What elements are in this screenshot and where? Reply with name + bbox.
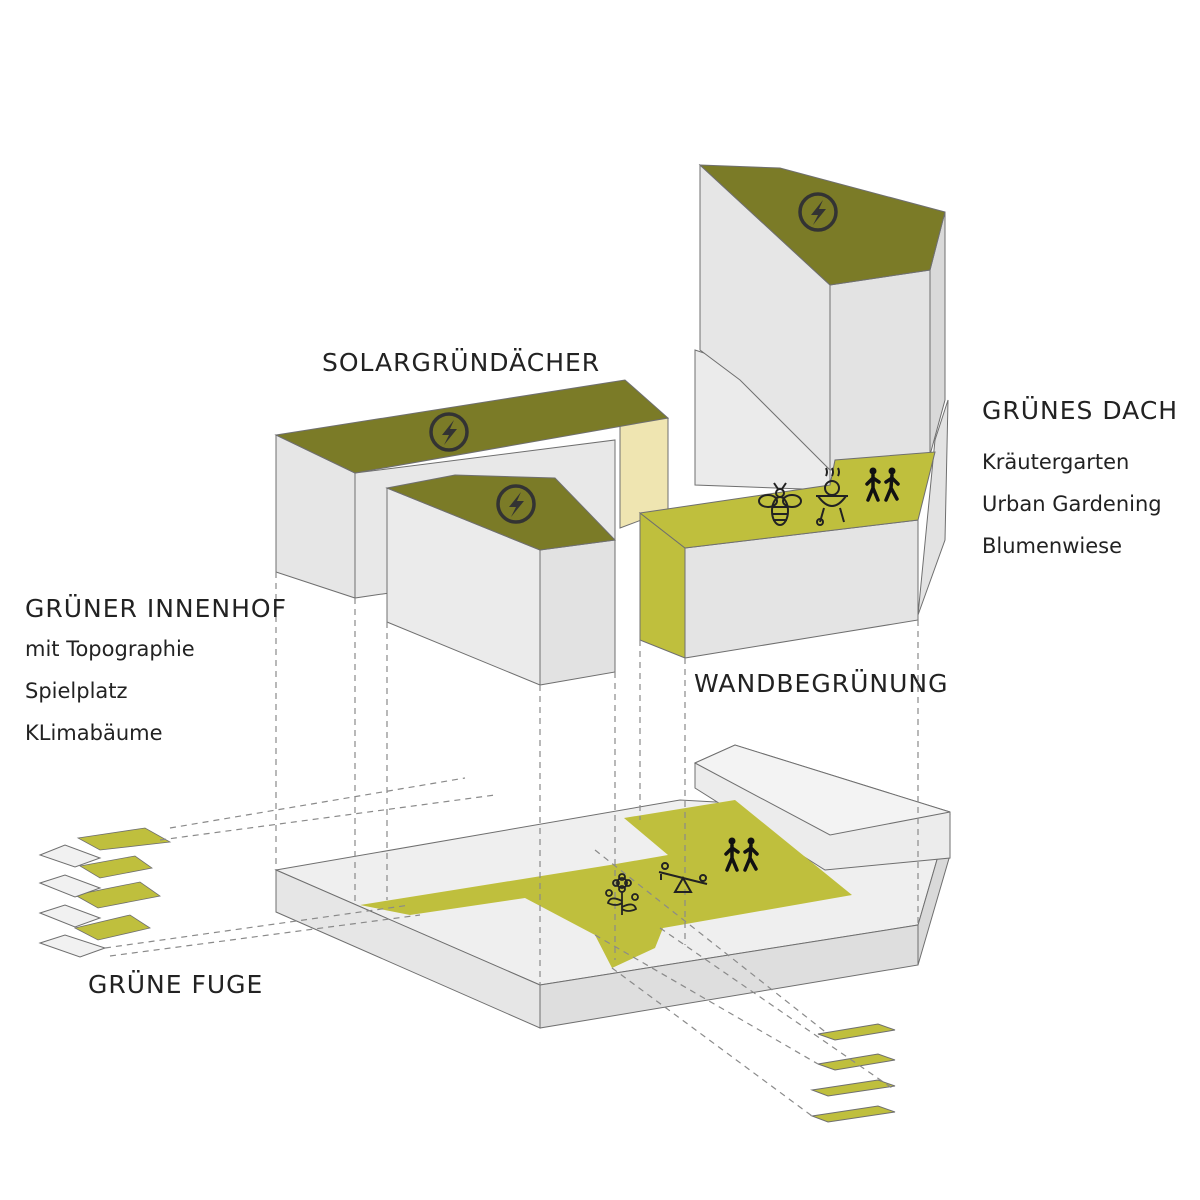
flower-icon [605,873,639,915]
ground-tower-base [693,744,951,871]
seesaw-icon [658,862,708,893]
exploded-stair-stack [38,827,172,958]
label-courtyard-item: Spielplatz [25,679,128,703]
green-roof-block [638,451,936,659]
exploded-step-pieces [810,1023,896,1123]
label-green-joint: GRÜNE FUGE [88,970,264,999]
label-wall-greening: WANDBEGRÜNUNG [694,669,949,698]
label-green-roof-item: Urban Gardening [982,492,1162,516]
label-green-roof-title: GRÜNES DACH [982,396,1179,425]
middle-block [385,474,617,686]
projection-lines [104,572,919,1117]
label-courtyard-item: mit Topographie [25,637,195,661]
label-green-roof-item: Kräutergarten [982,450,1130,474]
bee-icon [758,482,802,526]
grill-icon [816,467,848,526]
label-courtyard-title: GRÜNER INNENHOF [25,594,287,623]
tower-building [694,163,949,616]
label-green-roof-item: Blumenwiese [982,534,1123,558]
label-courtyard-item: KLimabäume [25,721,163,745]
label-solar-roofs: SOLARGRÜNDÄCHER [322,348,601,377]
